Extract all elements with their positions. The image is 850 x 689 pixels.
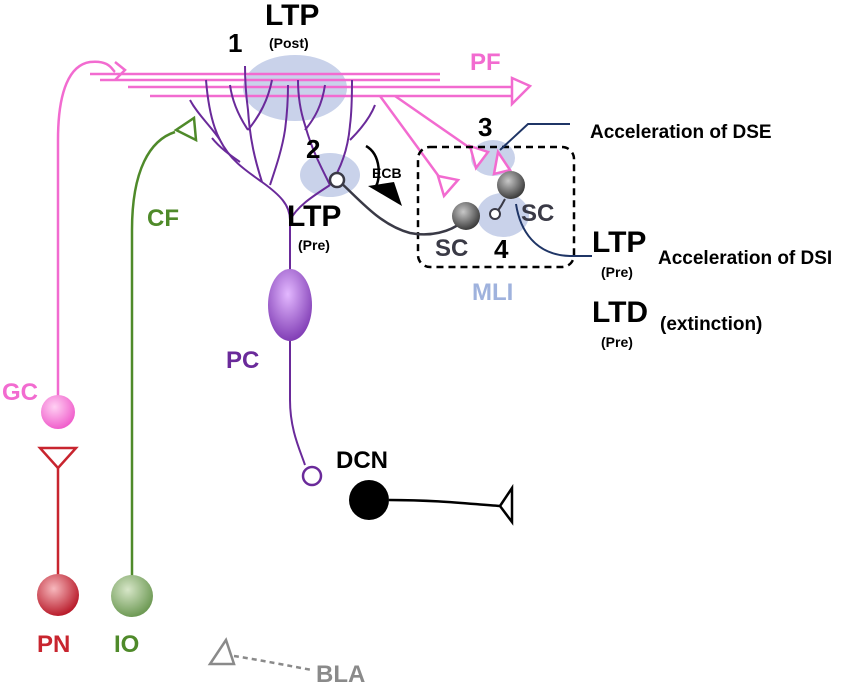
sc-bottom-cell	[452, 202, 480, 230]
synapse-triangle-icon	[173, 115, 198, 143]
pn-cell-body	[37, 574, 79, 616]
ltp-post-label: LTP	[265, 0, 319, 32]
extinction-label: (extinction)	[660, 314, 762, 335]
num-1: 1	[228, 28, 242, 58]
sc-top-cell	[497, 171, 525, 199]
num-2: 2	[306, 134, 320, 164]
gc-label: GC	[2, 379, 38, 406]
pn-label: PN	[37, 631, 70, 658]
cf-axon	[130, 130, 176, 578]
parallel-fibers	[90, 72, 512, 179]
synapse-triangle-icon	[207, 637, 236, 666]
ltp-pre-label: LTP	[287, 200, 341, 233]
dcn-axon	[388, 498, 501, 508]
sc-top-label: SC	[521, 200, 554, 227]
synapse-triangle-icon	[37, 446, 79, 470]
mli-label: MLI	[472, 279, 513, 306]
mli-box	[416, 145, 576, 269]
bla-label: BLA	[316, 661, 365, 688]
pc-label: PC	[226, 347, 259, 374]
pc-dendrites	[189, 65, 376, 270]
callout-line-dsi	[515, 203, 592, 257]
sc-bottom-label: SC	[435, 235, 468, 262]
arrow-head	[368, 182, 402, 206]
gc-cell-body	[41, 395, 75, 429]
io-label: IO	[114, 631, 139, 658]
num-4: 4	[494, 234, 509, 264]
sc-terminal	[489, 208, 501, 220]
pc-collateral-terminal	[328, 171, 346, 189]
bla-axon	[233, 654, 313, 672]
accel-dse-label: Acceleration of DSE	[590, 122, 772, 143]
dcn-label: DCN	[336, 447, 388, 474]
synapse-triangle-icon	[498, 483, 514, 526]
arrow-icon	[365, 144, 381, 187]
gc-axon	[56, 60, 116, 400]
ltp-post-sub: (Post)	[269, 35, 309, 51]
callout-line-dse	[499, 123, 570, 151]
ltd-right-sub: (Pre)	[601, 334, 633, 350]
pf-label: PF	[470, 49, 501, 76]
ltp-pre-sub: (Pre)	[298, 237, 330, 253]
ltd-right-label: LTD	[592, 296, 648, 329]
dcn-cell-body	[349, 480, 389, 520]
num-3: 3	[478, 112, 492, 142]
cf-label: CF	[147, 205, 179, 232]
synapse-triangle-icon	[436, 76, 533, 199]
accel-dsi-label: Acceleration of DSI	[658, 248, 832, 269]
synapse-triangle-icon	[114, 61, 127, 81]
pc-cell-body	[268, 269, 312, 341]
pc-terminal	[301, 465, 323, 487]
io-cell-body	[111, 575, 153, 617]
ecb-label: ECB	[372, 165, 402, 181]
pc-collateral	[338, 180, 463, 236]
ltp-right-label: LTP	[592, 226, 646, 259]
ltp-right-sub: (Pre)	[601, 264, 633, 280]
pc-axon	[289, 341, 306, 466]
